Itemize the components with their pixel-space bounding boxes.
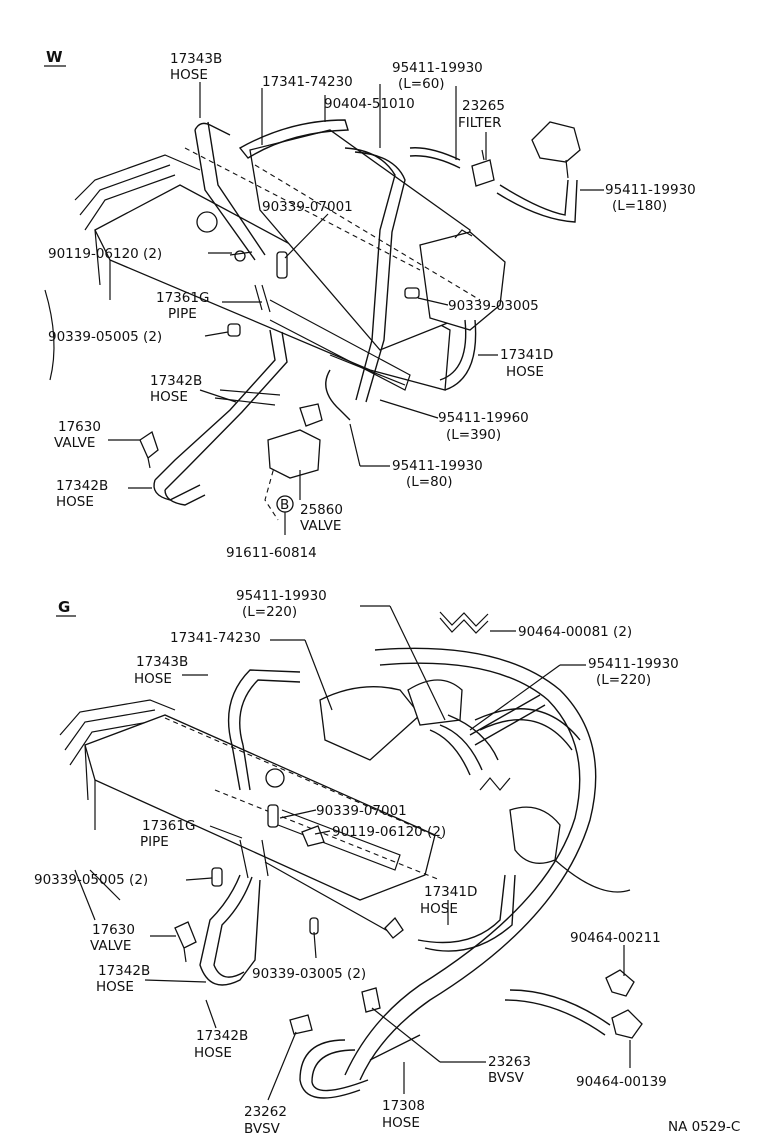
label-w-17630-num: 17630 <box>58 419 101 435</box>
label-w-17342b-a-name: HOSE <box>150 389 188 405</box>
label-w-91611-60814: 91611-60814 <box>226 545 317 561</box>
label-w-95411-19930-l180-num: 95411-19930 <box>605 182 696 198</box>
label-w-17341-74230: 17341-74230 <box>262 74 353 90</box>
leaders-g <box>74 605 631 1101</box>
label-w-95411-19960-len: (L=390) <box>446 427 501 443</box>
label-g-17343b-num: 17343B <box>136 654 188 670</box>
label-g-17343b-name: HOSE <box>134 671 172 687</box>
clamps-drawing-g <box>174 611 643 1039</box>
label-g-95411-19930-l220-a-len: (L=220) <box>242 604 297 620</box>
label-g-23263-num: 23263 <box>488 1054 531 1070</box>
label-w-23265-num: 23265 <box>462 98 505 114</box>
label-g-17342b-b-name: HOSE <box>194 1045 232 1061</box>
label-g-95411-19930-l220-b-num: 95411-19930 <box>588 656 679 672</box>
label-g-95411-19930-l220-a-num: 95411-19930 <box>236 588 327 604</box>
label-w-95411-19930-l60-num: 95411-19930 <box>392 60 483 76</box>
label-g-17342b-a-num: 17342B <box>98 963 150 979</box>
label-w-95411-19930-l180-len: (L=180) <box>612 198 667 214</box>
label-g-90339-03005: 90339-03005 (2) <box>252 966 366 982</box>
label-w-17342b-a-num: 17342B <box>150 373 202 389</box>
label-g-23263-name: BVSV <box>488 1070 525 1086</box>
diagram-code: NA 0529-C <box>668 1119 740 1135</box>
label-g-17341d-name: HOSE <box>420 901 458 917</box>
label-w-17342b-b-name: HOSE <box>56 494 94 510</box>
valve-drawing-w <box>139 403 323 482</box>
label-w-25860-num: 25860 <box>300 502 343 518</box>
label-w-90339-07001: 90339-07001 <box>262 199 353 215</box>
label-g-17361g-num: 17361G <box>142 818 195 834</box>
label-g-90119-06120: 90119-06120 (2) <box>332 824 446 840</box>
label-g-90339-05005: 90339-05005 (2) <box>34 872 148 888</box>
label-g-17342b-b-num: 17342B <box>196 1028 248 1044</box>
filter-drawing-w <box>471 121 581 187</box>
label-w-95411-19930-l60-len: (L=60) <box>398 76 445 92</box>
label-w-17341d-num: 17341D <box>500 347 553 363</box>
engine-drawing-g <box>59 679 463 939</box>
label-g-17630-num: 17630 <box>92 922 135 938</box>
label-w-90339-03005: 90339-03005 <box>448 298 539 314</box>
section-w: W <box>44 48 696 561</box>
label-g-17342b-a-name: HOSE <box>96 979 134 995</box>
hoses-drawing-w <box>153 119 578 521</box>
label-w-17343b-name: HOSE <box>170 67 208 83</box>
label-g-17361g-name: PIPE <box>140 834 169 850</box>
label-w-25860-name: VALVE <box>300 518 341 534</box>
labels-w: 17343B HOSE 17341-74230 95411-19930 (L=6… <box>48 51 696 561</box>
label-g-95411-19930-l220-b-len: (L=220) <box>596 672 651 688</box>
leaders-w <box>108 82 604 535</box>
bolt-marker-circle <box>276 495 294 513</box>
section-label-g: G <box>58 598 70 616</box>
label-w-90339-05005: 90339-05005 (2) <box>48 329 162 345</box>
label-w-17361g-num: 17361G <box>156 290 209 306</box>
label-w-90404-51010: 90404-51010 <box>324 96 415 112</box>
label-g-23262-num: 23262 <box>244 1104 287 1120</box>
label-g-17308-name: HOSE <box>382 1115 420 1131</box>
label-w-90119-06120: 90119-06120 (2) <box>48 246 162 262</box>
label-g-90464-00211: 90464-00211 <box>570 930 661 946</box>
label-w-23265-name: FILTER <box>458 115 502 131</box>
section-g: G <box>34 588 679 1137</box>
label-g-90464-00081: 90464-00081 (2) <box>518 624 632 640</box>
label-g-17630-name: VALVE <box>90 938 131 954</box>
labels-g: 95411-19930 (L=220) 90464-00081 (2) 1734… <box>34 588 679 1137</box>
hoses-drawing-g <box>164 669 546 986</box>
label-w-17343b-num: 17343B <box>170 51 222 67</box>
label-w-95411-19960-num: 95411-19960 <box>438 410 529 426</box>
intake-hose-g <box>299 647 631 1099</box>
label-w-95411-19930-l80-len: (L=80) <box>406 474 453 490</box>
label-g-17341d-num: 17341D <box>424 884 477 900</box>
section-label-w: W <box>46 48 63 66</box>
label-g-23262-name: BVSV <box>244 1121 281 1137</box>
label-g-17341-74230: 17341-74230 <box>170 630 261 646</box>
label-w-17361g-name: PIPE <box>168 306 197 322</box>
label-w-17342b-b-num: 17342B <box>56 478 108 494</box>
label-g-90339-07001: 90339-07001 <box>316 803 407 819</box>
bolt-marker-letter: B <box>280 497 289 513</box>
label-g-90464-00139: 90464-00139 <box>576 1074 667 1090</box>
label-w-17630-name: VALVE <box>54 435 95 451</box>
label-w-17341d-name: HOSE <box>506 364 544 380</box>
label-g-17308-num: 17308 <box>382 1098 425 1114</box>
label-w-95411-19930-l80-num: 95411-19930 <box>392 458 483 474</box>
